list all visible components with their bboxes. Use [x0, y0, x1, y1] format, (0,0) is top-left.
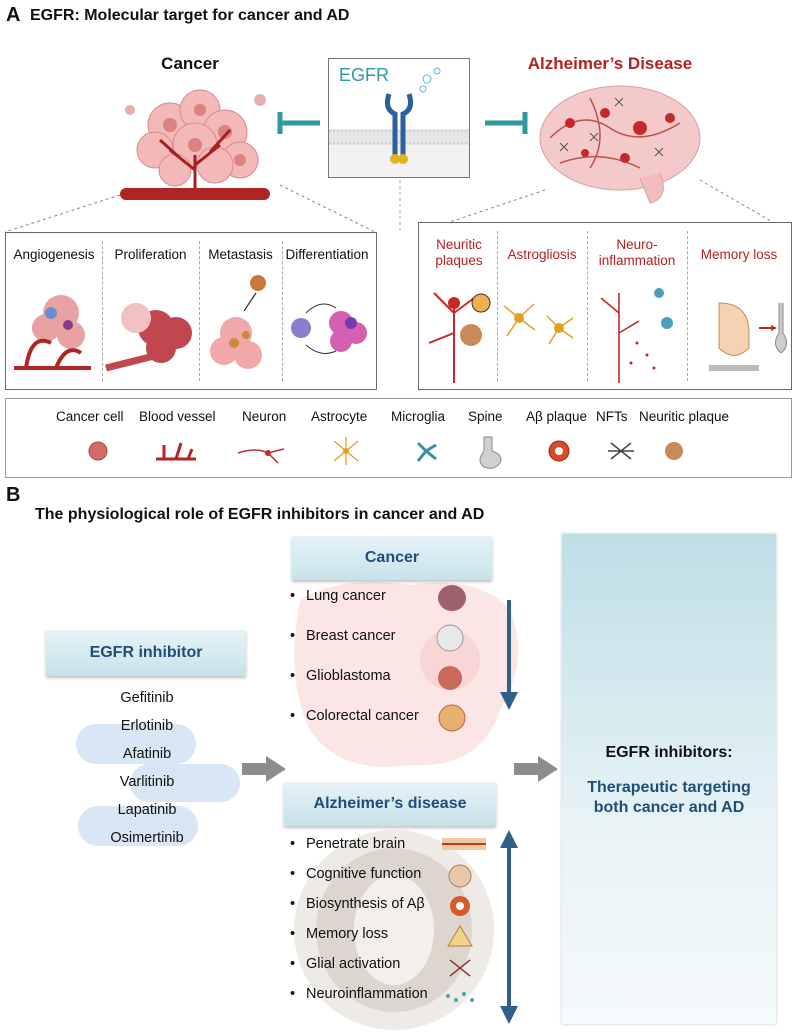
result-panel: EGFR inhibitors: Therapeutic targeting b…	[562, 534, 776, 1024]
ad-item-penetrate-brain: •Penetrate brain	[290, 836, 406, 852]
panel-b-title: The physiological role of EGFR inhibitor…	[35, 506, 485, 523]
cancer-header: Cancer	[292, 536, 492, 580]
legend-neuritic-plaque: Neuritic plaque	[639, 409, 730, 424]
panel-a-letter: A	[6, 4, 21, 26]
ad-item-neuroinflammation: •Neuroinflammation	[290, 986, 428, 1002]
ad-heading: Alzheimer’s Disease	[527, 54, 693, 73]
arrow-right-icon-2	[514, 756, 558, 782]
brain-scan-backdrop	[294, 830, 494, 1030]
legend-neuron: Neuron	[242, 409, 287, 424]
process-memory-loss: Memory loss	[700, 247, 778, 262]
process-astrogliosis: Astrogliosis	[507, 247, 577, 262]
pill-capsules-icon	[76, 724, 240, 846]
ad-header: Alzheimer’s disease	[284, 782, 496, 826]
legend-cancer-cell: Cancer cell	[56, 409, 124, 424]
ad-item-cognitive: •Cognitive function	[290, 866, 422, 882]
legend-astrocyte: Astrocyte	[311, 409, 368, 424]
ad-item-memory: •Memory loss	[290, 926, 389, 942]
process-neuritic-plaques: Neuritic plaques	[435, 237, 483, 268]
cancer-processes-box: Angiogenesis Proliferation Metastasis Di…	[5, 232, 377, 390]
legend-spine: Spine	[468, 409, 503, 424]
process-metastasis: Metastasis	[208, 247, 273, 262]
brain-illustration	[539, 85, 701, 204]
process-angiogenesis: Angiogenesis	[13, 247, 95, 262]
inhibit-cancer-icon	[277, 112, 320, 134]
drug-varlitinib: Varlitinib	[119, 774, 175, 790]
legend-icons	[88, 436, 683, 469]
egfr-receptor-box: EGFR	[328, 58, 470, 178]
tumor-illustration	[120, 89, 270, 200]
cancer-process-illustrations	[14, 275, 367, 372]
cancer-item-colorectal: •Colorectal cancer	[290, 708, 419, 724]
ad-processes-box: Neuritic plaques Astrogliosis Neuro-infl…	[418, 222, 792, 390]
arrow-down-icon	[500, 600, 518, 710]
cancer-item-lung: •Lung cancer	[290, 588, 386, 604]
egfr-inhibitor-header: EGFR inhibitor	[46, 630, 246, 676]
arrow-right-icon	[242, 756, 286, 782]
ad-item-abeta: •Biosynthesis of Aβ	[290, 896, 425, 912]
cancer-heading: Cancer	[161, 54, 219, 73]
organ-icons	[436, 585, 466, 732]
drug-erlotinib: Erlotinib	[120, 718, 174, 734]
drug-afatinib: Afatinib	[122, 746, 172, 762]
arrow-updown-icon	[500, 830, 518, 1024]
legend-abeta-plaque: Aβ plaque	[526, 409, 588, 424]
drug-gefitinib: Gefitinib	[120, 690, 174, 706]
ad-item-glial: •Glial activation	[290, 956, 401, 972]
ad-process-illustrations	[428, 288, 787, 383]
legend-microglia: Microglia	[391, 409, 446, 424]
drug-osimertinib: Osimertinib	[110, 830, 184, 846]
process-differentiation: Differentiation	[285, 247, 369, 262]
process-neuroinflammation: Neuro-inflammation	[598, 237, 676, 268]
legend-box: Cancer cell Blood vessel Neuron Astrocyt…	[5, 398, 792, 478]
cancer-item-glioblastoma: •Glioblastoma	[290, 668, 391, 684]
process-proliferation: Proliferation	[114, 247, 187, 262]
cancer-item-breast: •Breast cancer	[290, 628, 396, 644]
panel-a-title: EGFR: Molecular target for cancer and AD	[30, 7, 350, 24]
egfr-receptor-icon	[329, 67, 469, 177]
inhibit-ad-icon	[485, 112, 528, 134]
ad-item-icons	[442, 838, 486, 1002]
legend-nfts: NFTs	[596, 409, 628, 424]
legend-blood-vessel: Blood vessel	[139, 409, 216, 424]
egfr-label: EGFR	[339, 65, 390, 85]
drug-lapatinib: Lapatinib	[117, 802, 177, 818]
result-title: EGFR inhibitors:	[605, 744, 733, 761]
result-subtitle: Therapeutic targeting both cancer and AD	[587, 779, 751, 816]
panel-b-letter: B	[6, 484, 21, 506]
